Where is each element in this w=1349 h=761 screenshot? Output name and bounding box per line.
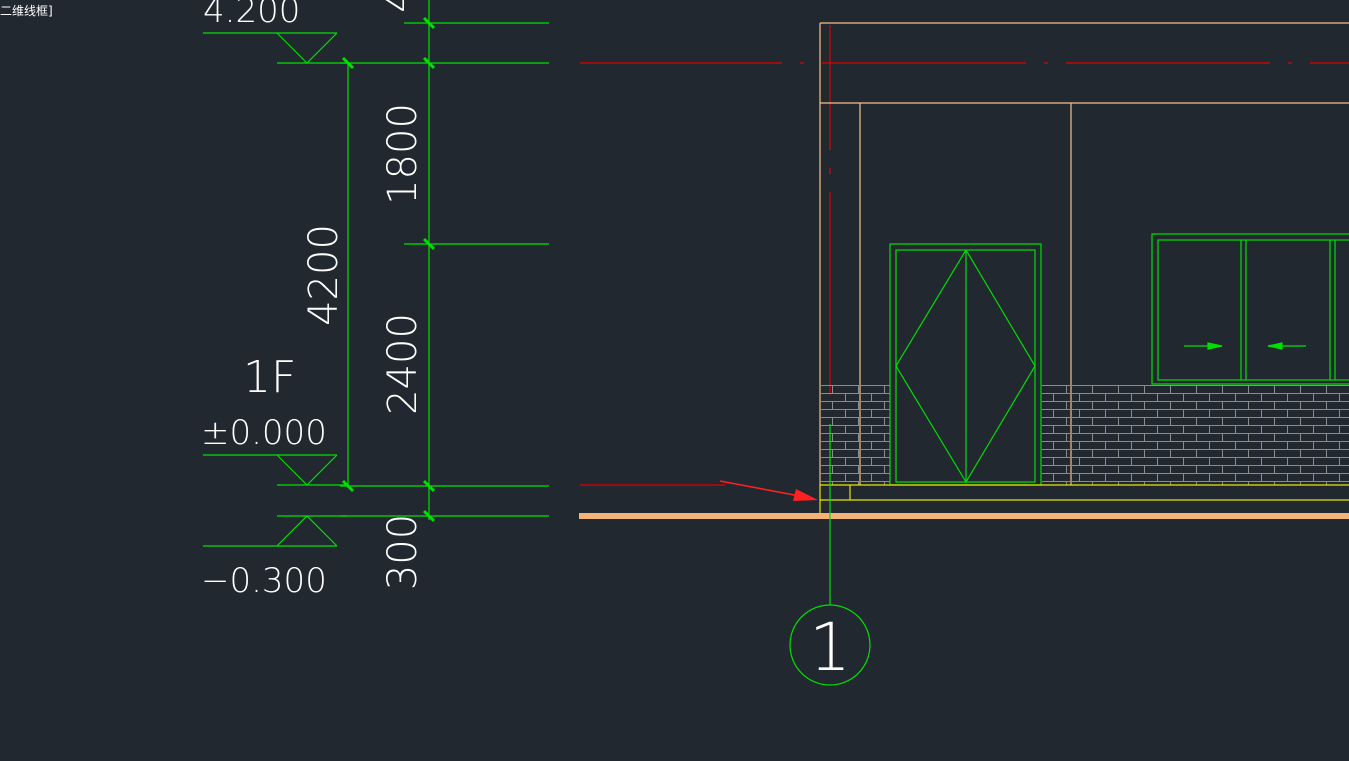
door-elevation — [889, 243, 1042, 486]
viewport-label[interactable]: 二维线框] — [0, 4, 53, 18]
level-floor-elevation: ±0.000 — [201, 413, 327, 453]
annotation-arrow — [719, 480, 818, 501]
dimension-ticks — [341, 16, 436, 523]
ground-line — [579, 513, 1349, 519]
dimension-cut-top: 4 — [376, 0, 422, 13]
dimension-lower: 2400 — [380, 313, 426, 415]
window-elevation — [1151, 233, 1349, 385]
dimension-lines — [340, 0, 549, 520]
plinth-outline — [819, 484, 1349, 516]
window-slide-arrows — [1184, 342, 1306, 350]
level-mark-ground — [203, 515, 347, 547]
axis-bubble-1 — [789, 424, 871, 686]
level-top-elevation: 4.200 — [203, 0, 300, 31]
dimension-upper: 1800 — [380, 103, 426, 205]
axis-number: 1 — [809, 609, 851, 686]
building-outline — [819, 22, 1349, 485]
level-reference-lines — [580, 62, 1349, 486]
level-ground-elevation: −0.300 — [201, 561, 327, 601]
level-mark-floor — [203, 454, 347, 486]
floor-name: 1F — [243, 352, 296, 403]
dimension-base: 300 — [380, 514, 426, 590]
brick-hatch — [821, 385, 1349, 485]
level-mark-top — [203, 32, 347, 64]
dimension-total: 4200 — [301, 224, 347, 326]
